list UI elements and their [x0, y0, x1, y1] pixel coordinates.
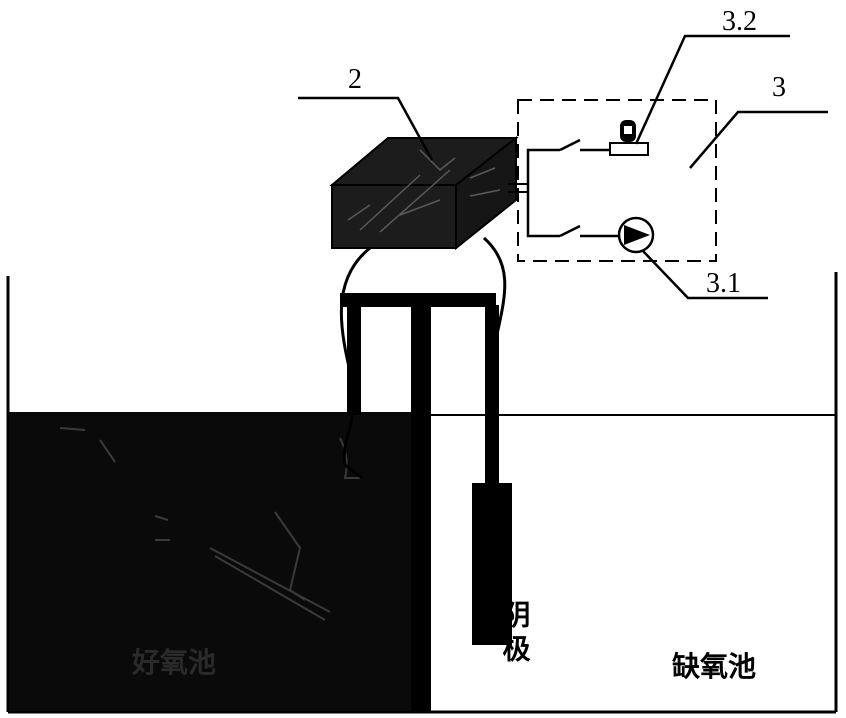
support-left-leg [347, 305, 361, 415]
divider-support [340, 293, 499, 712]
anoxic-tank-label: 缺氧池 [672, 650, 756, 683]
leader-3 [689, 110, 828, 169]
pump-3-1 [617, 216, 655, 254]
label-2: 2 [348, 64, 362, 95]
anode-tank-label: 好氧池 [131, 646, 216, 679]
leader-3-2 [634, 34, 790, 145]
wire-anode [339, 246, 371, 480]
cathode-electrode [472, 483, 512, 645]
leader-3-1 [641, 249, 768, 300]
label-3-1: 3.1 [706, 268, 741, 299]
wire-cathode [483, 236, 507, 484]
cathode-label: 阴极 [499, 600, 532, 668]
anode-tank-fill [9, 412, 429, 711]
anode-electrode-texture [59, 427, 362, 621]
switch-lower [559, 224, 581, 238]
divider-wall [411, 305, 431, 712]
support-top-bar [340, 293, 496, 307]
switch-device-3-2 [609, 120, 649, 156]
control-unit-3 [517, 99, 717, 262]
leader-2 [298, 96, 434, 161]
switch-upper [559, 138, 581, 152]
box-front-face [331, 184, 457, 249]
control-circuit [526, 138, 620, 238]
label-3: 3 [772, 72, 786, 103]
wires [339, 236, 507, 484]
box-2 [329, 135, 528, 251]
leader-lines [298, 34, 828, 300]
label-3-2: 3.2 [722, 6, 757, 37]
